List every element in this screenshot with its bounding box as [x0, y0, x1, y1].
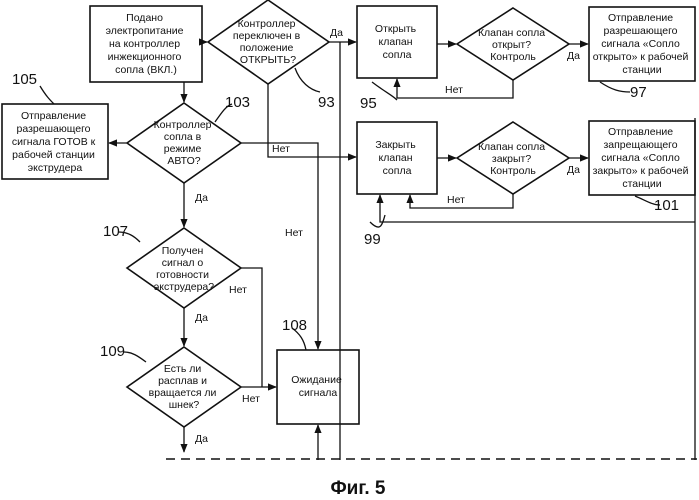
box-close-nozzle: Закрыть клапан сопла [357, 122, 437, 194]
label-yes-ready: Да [195, 312, 208, 324]
box-send-open-signal: Отправление разрешающего сигнала «Сопло … [589, 7, 695, 81]
box-power-on: Подано электропитание на контроллер инже… [90, 6, 202, 82]
ref-93: 93 [318, 94, 335, 111]
ref-101: 101 [654, 197, 679, 214]
svg-text:Получен сигнал о г: Получен сигнал о готовности экструдера? [154, 245, 214, 293]
ref-105: 105 [12, 71, 37, 88]
svg-text:Ожидание сигнала: Ожидание сигнала [291, 374, 344, 399]
decision-auto-mode: Контроллер сопла в режиме АВТО? [127, 103, 241, 183]
ref-107: 107 [103, 223, 128, 240]
decision-ready-signal: Получен сигнал о готовности экструдера? [127, 228, 241, 308]
edge-labels: Да Да Нет Нет Да Нет Да Нет Да Нет Да Не… [195, 27, 580, 445]
label-yes-auto: Да [195, 192, 208, 204]
label-yes-valve-closed: Да [567, 164, 580, 176]
label-no-ready: Нет [229, 284, 247, 296]
label-yes-switch-open: Да [330, 27, 343, 39]
ref-109: 109 [100, 343, 125, 360]
label-no-melt: Нет [242, 393, 260, 405]
label-yes-melt: Да [195, 433, 208, 445]
decision-melt-screw: Есть ли расплав и вращается ли шнек? [127, 347, 241, 427]
box-open-nozzle: Открыть клапан сопла [357, 6, 437, 78]
reference-numerals: 93 95 97 99 101 103 105 107 108 109 [12, 71, 679, 360]
label-yes-valve-open: Да [567, 50, 580, 62]
ref-108: 108 [282, 317, 307, 334]
label-no-valve-open: Нет [445, 84, 463, 96]
decision-switch-open: Контроллер переключен в положение ОТКРЫТ… [208, 0, 329, 84]
box-send-closed-signal: Отправление запрещающего сигнала «Сопло … [589, 121, 695, 195]
box-wait-signal: Ожидание сигнала [277, 350, 359, 424]
reference-leaders [40, 68, 660, 362]
decision-valve-closed: Клапан сопла закрыт? Контроль [457, 122, 569, 194]
ref-99: 99 [364, 231, 381, 248]
ref-97: 97 [630, 84, 647, 101]
svg-text:Контроллер переключен в: Контроллер переключен в положение ОТКРЫТ… [233, 18, 303, 66]
figure-caption: Фиг. 5 [330, 478, 385, 499]
decision-valve-open: Клапан сопла открыт? Контроль [457, 8, 569, 80]
label-no-auto: Нет [285, 227, 303, 239]
box-send-ready: Отправление разрешающего сигнала ГОТОВ к… [2, 104, 108, 179]
label-no-valve-closed: Нет [447, 194, 465, 206]
ref-95: 95 [360, 95, 377, 112]
label-no-switch-open: Нет [272, 143, 290, 155]
ref-103: 103 [225, 94, 250, 111]
